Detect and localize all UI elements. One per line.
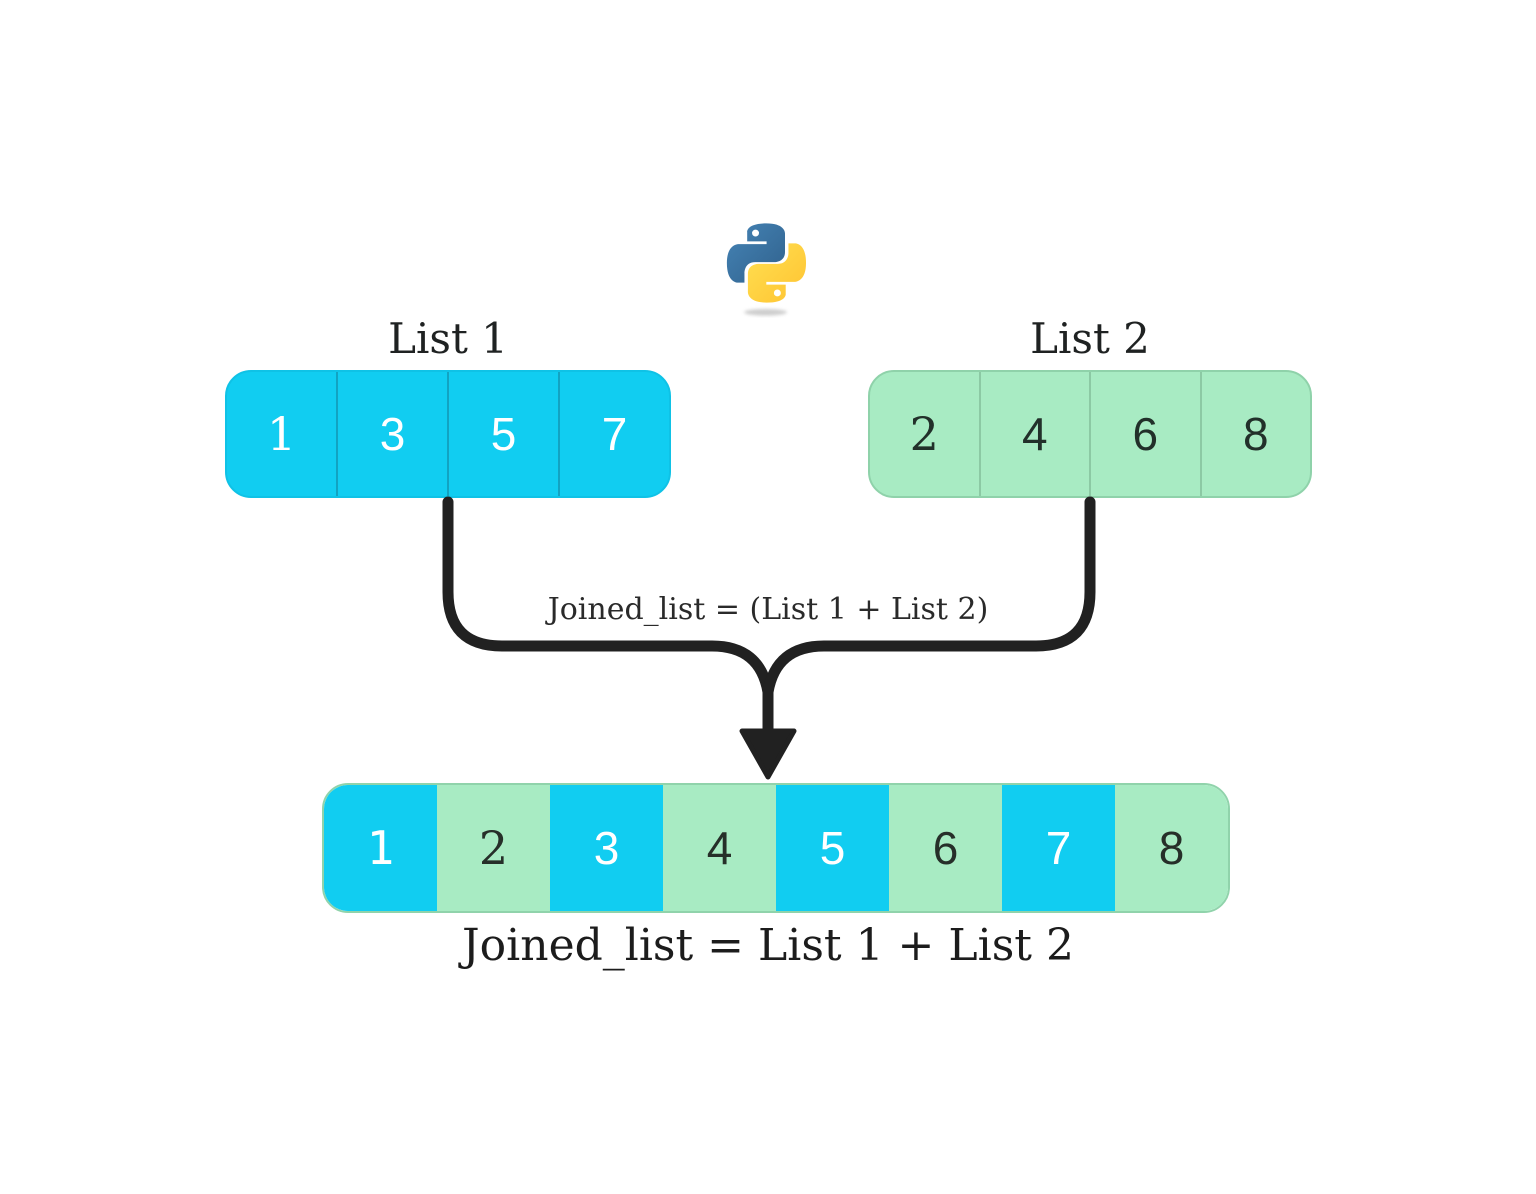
joined-list-cell: 2 <box>437 785 550 911</box>
list1-box: 1 3 5 7 <box>225 370 671 498</box>
list2-cell: 4 <box>978 372 1090 496</box>
joined-list-cell: 7 <box>1002 785 1115 911</box>
list1-cell: 7 <box>558 372 669 496</box>
joined-list-cell: 8 <box>1115 785 1228 911</box>
joined-list-cell: 6 <box>889 785 1002 911</box>
list1-cell: 3 <box>336 372 447 496</box>
joined-list-cell: 3 <box>550 785 663 911</box>
python-logo-icon <box>726 223 807 316</box>
list1-cell: 1 <box>266 407 297 461</box>
list2-cell: 8 <box>1199 372 1311 496</box>
joined-list-cell: 1 <box>324 785 437 911</box>
logo-shadow <box>744 308 788 316</box>
list1-title: List 1 <box>388 314 508 363</box>
list1-cell: 5 <box>447 372 558 496</box>
list2-title: List 2 <box>1030 314 1150 363</box>
joined-list-cell: 4 <box>663 785 776 911</box>
joined-list-caption: Joined_list = List 1 + List 2 <box>462 920 1074 971</box>
list2-cell: 6 <box>1089 372 1200 496</box>
joined-list-box: 1 2 3 4 5 6 7 8 <box>322 783 1230 913</box>
merge-expression-label: Joined_list = (List 1 + List 2) <box>547 592 989 627</box>
list2-cell: 2 <box>909 407 939 461</box>
list2-box: 2 4 6 8 <box>868 370 1312 498</box>
joined-list-cell: 5 <box>776 785 889 911</box>
